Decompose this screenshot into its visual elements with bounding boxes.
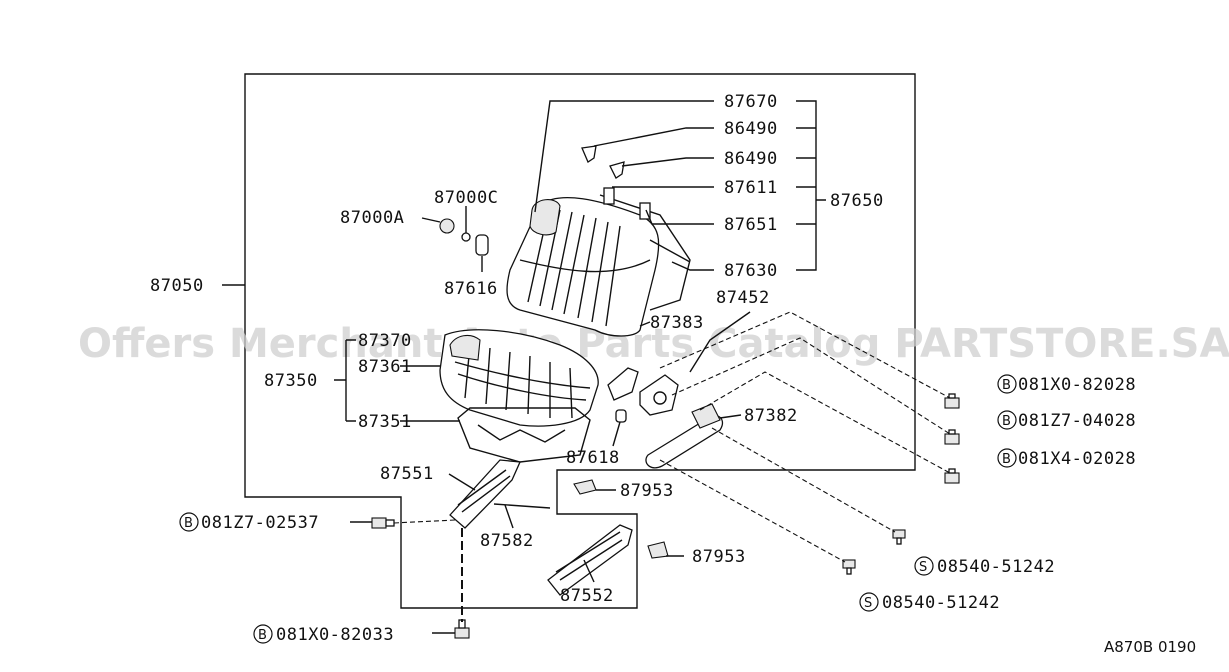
bolt-icon-5[interactable]: [454, 619, 470, 639]
diagram-code: A870B 0190: [1104, 638, 1196, 656]
clip-icon-upper[interactable]: [581, 145, 597, 163]
fastener-b2-prefix: B: [1002, 414, 1011, 429]
label-87650[interactable]: 87650: [830, 191, 884, 211]
screw-icon-1[interactable]: [892, 529, 906, 545]
fastener-b1[interactable]: B 081X0-82028: [997, 374, 1136, 395]
leader-lines: [222, 100, 826, 634]
label-87670[interactable]: 87670: [724, 92, 778, 112]
fastener-b5-prefix: B: [258, 628, 267, 643]
headrest-guide-left[interactable]: [603, 187, 615, 205]
label-87000c[interactable]: 87000C: [434, 188, 498, 208]
fastener-b2[interactable]: B 081Z7-04028: [997, 410, 1136, 431]
seat-cushion[interactable]: [439, 329, 599, 427]
fastener-b1-prefix: B: [1002, 378, 1011, 393]
label-87611[interactable]: 87611: [724, 178, 778, 198]
watermark: Offers Merchant Auto Parts Catalog PARTS…: [78, 321, 1229, 367]
fastener-b3[interactable]: B 081X4-02028: [997, 448, 1136, 469]
fastener-s1[interactable]: S 08540-51242: [914, 556, 1055, 577]
fastener-b4-code: 081Z7-02537: [201, 513, 319, 533]
rail-inner-slots: [457, 469, 511, 513]
label-87616[interactable]: 87616: [444, 279, 498, 299]
fastener-b4-prefix: B: [184, 516, 193, 531]
label-87000a[interactable]: 87000A: [340, 208, 404, 228]
bolt-icon-2[interactable]: [944, 429, 960, 445]
label-87361[interactable]: 87361: [358, 357, 412, 377]
label-87582[interactable]: 87582: [480, 531, 534, 551]
label-87382[interactable]: 87382: [744, 406, 798, 426]
recliner-mechanism[interactable]: [639, 374, 679, 416]
fastener-s2-prefix: S: [864, 596, 872, 611]
label-87618[interactable]: 87618: [566, 448, 620, 468]
dashed-leaders: [393, 311, 951, 622]
fastener-b5[interactable]: B 081X0-82033: [253, 624, 394, 645]
label-87351[interactable]: 87351: [358, 412, 412, 432]
fastener-b3-prefix: B: [1002, 452, 1011, 467]
rail-clip-upper[interactable]: [573, 479, 597, 495]
headrest-guide-right[interactable]: [639, 202, 651, 220]
assembly-frame: [244, 73, 916, 609]
fastener-b1-code: 081X0-82028: [1018, 375, 1136, 395]
recliner-bracket-left[interactable]: [607, 367, 639, 401]
seat-back[interactable]: [506, 196, 660, 337]
fastener-s1-code: 08540-51242: [937, 557, 1055, 577]
clip-icon-lower[interactable]: [609, 161, 625, 179]
label-87651[interactable]: 87651: [724, 215, 778, 235]
label-87953-upper[interactable]: 87953: [620, 481, 674, 501]
label-86490-lower[interactable]: 86490: [724, 149, 778, 169]
label-87552[interactable]: 87552: [560, 586, 614, 606]
fastener-s2[interactable]: S 08540-51242: [859, 592, 1000, 613]
wire-87582[interactable]: [493, 503, 551, 509]
recliner-knob-icon[interactable]: [439, 218, 455, 234]
bolt-icon-3[interactable]: [944, 468, 960, 484]
label-87050[interactable]: 87050: [150, 276, 204, 296]
label-86490-upper[interactable]: 86490: [724, 119, 778, 139]
recliner-cover-87382[interactable]: [691, 403, 721, 429]
label-87370[interactable]: 87370: [358, 331, 412, 351]
fastener-b2-code: 081Z7-04028: [1018, 411, 1136, 431]
cover-87616-icon[interactable]: [475, 234, 489, 256]
bushing-87618-icon[interactable]: [615, 409, 627, 423]
rail-outer-slots: [555, 531, 623, 581]
fastener-b3-code: 081X4-02028: [1018, 449, 1136, 469]
cushion-frame[interactable]: [457, 407, 591, 463]
knob-cap-icon[interactable]: [461, 232, 471, 242]
bolt-icon-4[interactable]: [371, 517, 395, 529]
label-87551[interactable]: 87551: [380, 464, 434, 484]
bolt-icon-1[interactable]: [944, 393, 960, 409]
label-87383[interactable]: 87383: [650, 313, 704, 333]
label-87350[interactable]: 87350: [264, 371, 318, 391]
label-87953-lower[interactable]: 87953: [692, 547, 746, 567]
fastener-b5-code: 081X0-82033: [276, 625, 394, 645]
fastener-s2-code: 08540-51242: [882, 593, 1000, 613]
fastener-b4[interactable]: B 081Z7-02537: [179, 512, 319, 533]
label-87452[interactable]: 87452: [716, 288, 770, 308]
fastener-s1-prefix: S: [919, 560, 927, 575]
screw-icon-2[interactable]: [842, 559, 856, 575]
recliner-pivot-icon: [653, 391, 667, 405]
label-87630[interactable]: 87630: [724, 261, 778, 281]
rail-clip-lower[interactable]: [647, 541, 669, 559]
